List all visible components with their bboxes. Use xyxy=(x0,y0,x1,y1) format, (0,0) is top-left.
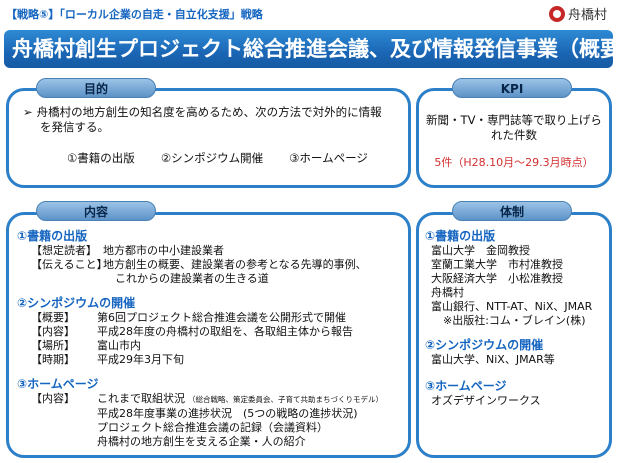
purpose-methods: ①書籍の出版 ②シンポジウム開催 ③ホームページ xyxy=(67,151,368,166)
row-value: 平成28年度の舟橋村の取組を、各取組主体から報告 xyxy=(97,325,353,338)
system-symposium-title: ②シンポジウムの開催 xyxy=(425,338,544,352)
system-book-line: 大阪経済大学 小松准教授 xyxy=(431,272,563,285)
homepage-item1-note: （総合戦略、策定委員会、子育て共助まちづくりモデル） xyxy=(188,395,383,404)
homepage-item4: 舟橋村の地方創生を支える企業・人の紹介 xyxy=(97,435,306,448)
kpi-value: 5件（H28.10月～29.3月時点） xyxy=(434,156,594,169)
system-book-line: 富山大学 金岡教授 xyxy=(431,244,530,257)
row-key: 【時期】 xyxy=(31,353,75,366)
system-book-line: 富山銀行、NTT-AT、NiX、JMAR xyxy=(431,300,593,313)
content-symposium-row: 【内容】 平成28年度の舟橋村の取組を、各取組主体から報告 xyxy=(31,325,383,339)
village-logo: 舟橋村 xyxy=(548,4,607,23)
row-key: 【伝えること】 xyxy=(31,258,108,271)
content-panel: ①書籍の出版 【想定読者】地方都市の中小建設業者 【伝えること】地方創生の概要、… xyxy=(6,212,411,458)
content-book-row: 【伝えること】地方創生の概要、建設業者の参考となる先導的事例、 xyxy=(31,258,383,272)
method-symposium: ②シンポジウム開催 xyxy=(160,151,264,165)
row-key xyxy=(31,272,115,286)
system-homepage-line: オズデザインワークス xyxy=(431,394,541,407)
strategy-label: 【戦略⑤】「ローカル企業の自走・自立化支援」戦略 xyxy=(6,8,263,21)
system-book-line: 舟橋村 xyxy=(431,286,464,299)
content-heading: 内容 xyxy=(36,201,156,221)
kpi-text-line1: 新聞・TV・専門誌等で取り上げら xyxy=(426,113,602,127)
content-symposium-row: 【時期】 平成29年3月下旬 xyxy=(31,353,383,367)
content-symposium-title: ②シンポジウムの開催 xyxy=(17,296,136,310)
kpi-text-line2: れた件数 xyxy=(491,128,537,142)
row-key: 【場所】 xyxy=(31,339,75,352)
system-book-line: ※出版社:コム・ブレイン(株) xyxy=(443,314,586,327)
row-key: 【概要】 xyxy=(31,311,75,324)
content-book-row: 【想定読者】地方都市の中小建設業者 xyxy=(31,244,383,258)
homepage-item1: これまで取組状況（総合戦略、策定委員会、子育て共助まちづくりモデル） xyxy=(97,392,383,405)
row-value: 平成29年3月下旬 xyxy=(97,353,184,366)
row-key: 【内容】 xyxy=(31,392,75,405)
system-book-line: 室蘭工業大学 市村准教授 xyxy=(431,258,563,271)
kpi-panel: 新聞・TV・専門誌等で取り上げら れた件数 5件（H28.10月～29.3月時点… xyxy=(416,88,612,188)
method-homepage: ③ホームページ xyxy=(289,151,368,165)
content-symposium-row: 【場所】 富山市内 xyxy=(31,339,383,353)
row-value: 地方創生の概要、建設業者の参考となる先導的事例、 xyxy=(103,258,367,271)
system-book-title: ①書籍の出版 xyxy=(425,229,496,243)
content-book-row: これからの建設業者の生きる道 xyxy=(31,272,383,286)
row-key: 【内容】 xyxy=(31,325,75,338)
content-book-title: ①書籍の出版 xyxy=(17,229,88,243)
page-title: 舟橋村創生プロジェクト総合推進会議、及び情報発信事業（概要） xyxy=(4,30,613,68)
method-book: ①書籍の出版 xyxy=(67,151,135,165)
row-value: 第6回プロジェクト総合推進会議を公開形式で開催 xyxy=(97,311,346,324)
purpose-heading: 目的 xyxy=(36,78,156,98)
system-symposium-line: 富山大学、NiX、JMAR等 xyxy=(431,353,555,366)
system-panel: ①書籍の出版 富山大学 金岡教授 室蘭工業大学 市村准教授 大阪経済大学 小松准… xyxy=(416,212,612,458)
village-emblem-icon xyxy=(548,5,565,22)
homepage-item2: 平成28年度事業の進捗状況 (5つの戦略の進捗状況) xyxy=(97,407,358,420)
purpose-text-line1: 舟橋村の地方創生の知名度を高めるため、次の方法で対外的に情報 xyxy=(36,105,382,119)
purpose-panel: ➢舟橋村の地方創生の知名度を高めるため、次の方法で対外的に情報 を発信する。 ①… xyxy=(6,88,411,188)
row-value: 富山市内 xyxy=(97,339,141,352)
row-key: 【想定読者】 xyxy=(31,244,97,257)
purpose-text-line2: を発信する。 xyxy=(40,120,109,134)
row-value: これからの建設業者の生きる道 xyxy=(115,272,269,285)
logo-text: 舟橋村 xyxy=(567,8,607,23)
homepage-item3: プロジェクト総合推進会議の記録（会議資料） xyxy=(97,421,328,434)
row-value: 地方都市の中小建設業者 xyxy=(103,244,224,257)
system-heading: 体制 xyxy=(452,201,572,221)
content-homepage-title: ③ホームページ xyxy=(17,377,99,391)
content-symposium-row: 【概要】 第6回プロジェクト総合推進会議を公開形式で開催 xyxy=(31,311,383,325)
kpi-heading: KPI xyxy=(452,78,572,98)
system-homepage-title: ③ホームページ xyxy=(425,379,507,393)
bullet-icon: ➢ xyxy=(23,105,33,119)
